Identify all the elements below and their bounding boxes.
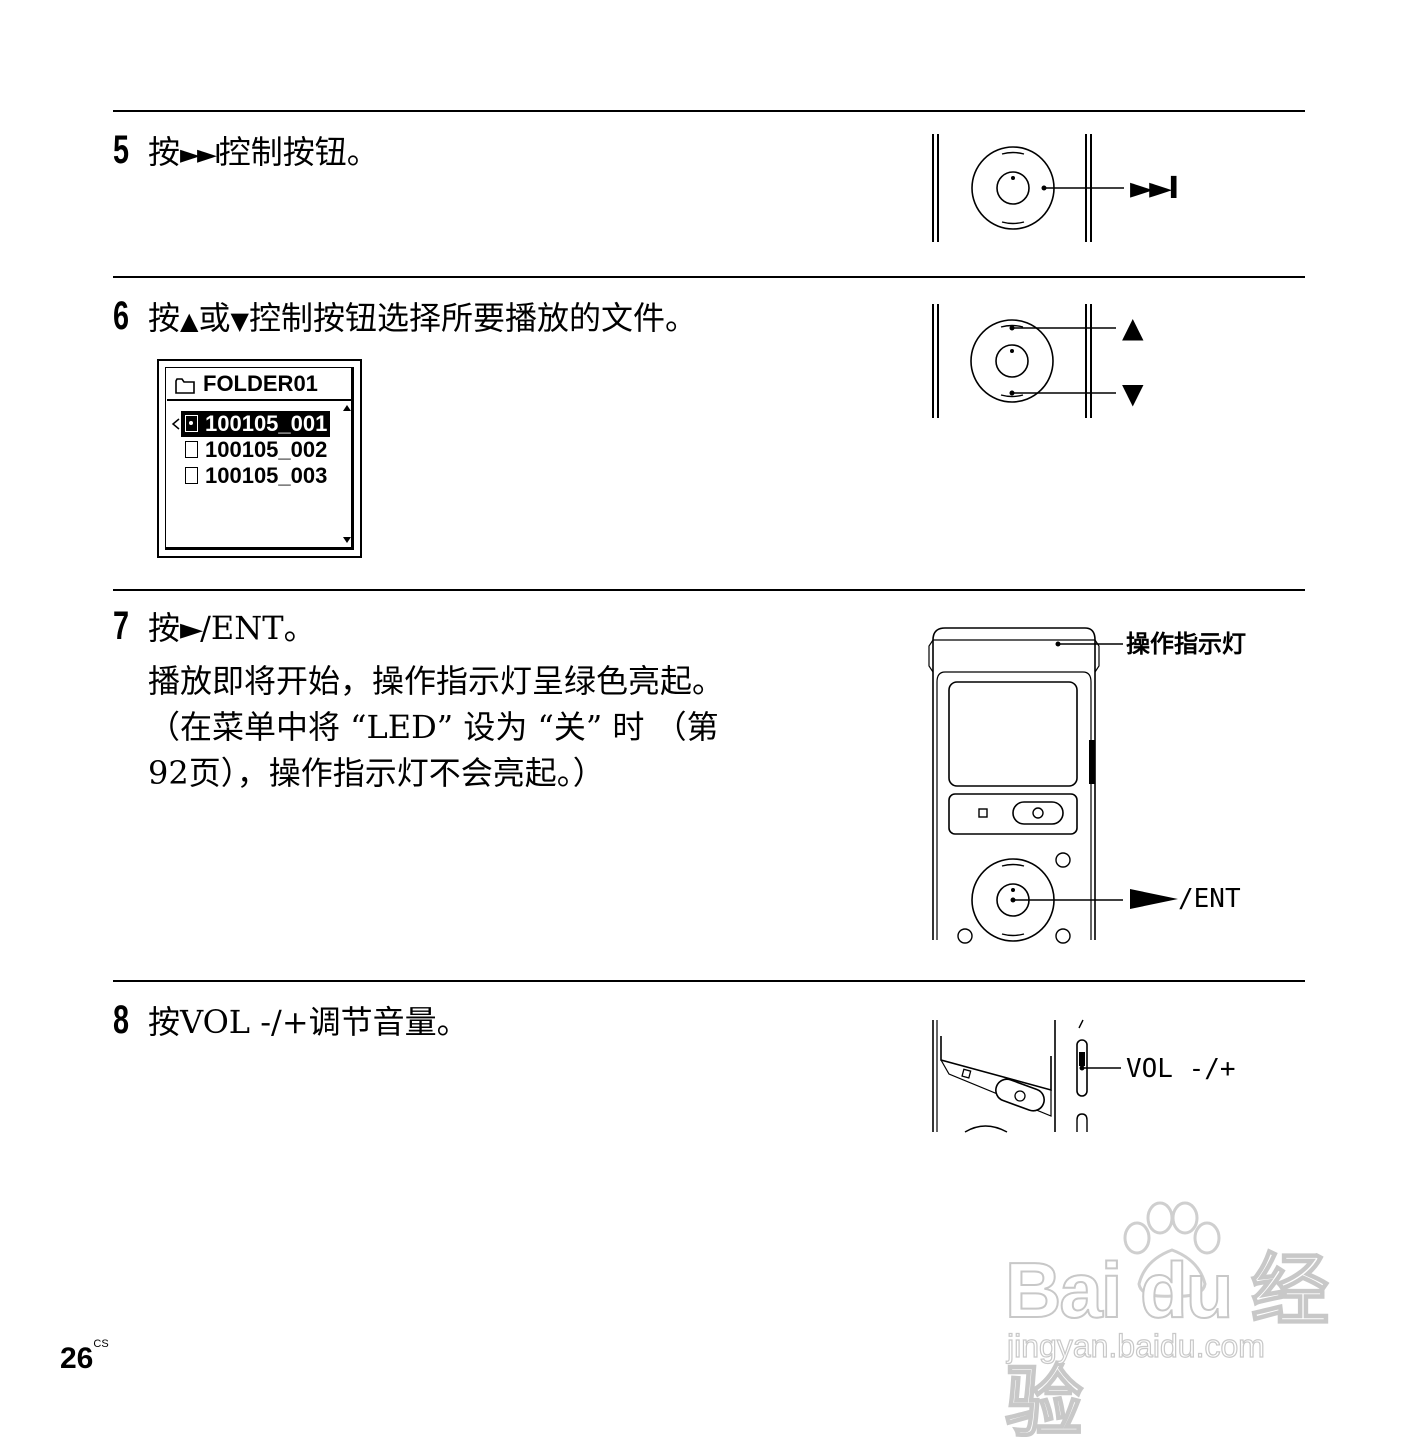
step-7-line-2: （在菜单中将 “LED” 设为 “关” 时 （第	[148, 708, 719, 746]
lcd-folder-name: FOLDER01	[203, 371, 318, 396]
lcd-screen: FOLDER01 100105_001 100105_002 100105_00…	[157, 359, 362, 558]
file-icon	[185, 441, 198, 458]
page-number-value: 26	[60, 1342, 94, 1375]
lcd-file-row[interactable]: 100105_003	[181, 463, 330, 489]
play-ent-text: /ENT	[1178, 884, 1241, 914]
lcd-scroll-up-icon	[343, 405, 351, 411]
step-7-post: /ENT。	[200, 609, 316, 647]
step-5-text: 按►►I控制按钮。	[148, 130, 379, 177]
page-number-suffix: CS	[93, 1338, 109, 1350]
lcd-file-name: 100105_001	[205, 411, 328, 436]
step-8-number: 8	[113, 998, 130, 1042]
up-label: ▲	[1122, 311, 1144, 344]
file-icon	[185, 467, 198, 484]
lcd-scroll-down-icon	[343, 537, 351, 543]
step-6-mid: 或	[198, 299, 231, 337]
recorder-device-figure	[928, 627, 1123, 944]
control-button-next-figure	[932, 134, 1124, 242]
step-8-pre: 按	[148, 1003, 181, 1041]
lcd-file-name: 100105_002	[205, 437, 328, 462]
lcd-file-name: 100105_003	[205, 463, 328, 488]
baidu-watermark: Bai du 经验 jingyan.baidu.com	[1004, 1200, 1335, 1447]
step-7-pre: 按	[148, 609, 181, 647]
step-5-number: 5	[113, 128, 130, 172]
step-5-post: 控制按钮。	[218, 133, 379, 171]
control-button-updown-figure	[932, 304, 1116, 418]
page-number: 26CS	[60, 1338, 109, 1376]
lcd-title-divider	[167, 399, 352, 401]
play-icon	[1130, 889, 1178, 909]
next-track-glyph: ►►I	[180, 140, 222, 170]
play-ent-label: /ENT	[1130, 884, 1241, 914]
step-7-line-3: 92页），操作指示灯不会亮起。）	[148, 754, 605, 792]
play-glyph: ►	[180, 612, 203, 647]
lcd-cursor-icon	[171, 418, 180, 430]
volume-label: VOL -/+	[1126, 1054, 1236, 1084]
step-8-text: 按VOL -/+调节音量。	[148, 1000, 469, 1044]
section-rule-6	[113, 276, 1305, 278]
lcd-frame	[165, 367, 354, 550]
playing-file-icon	[185, 415, 198, 432]
section-rule-5	[113, 110, 1305, 112]
step-6-text: 按▲或▼控制按钮选择所要播放的文件。	[148, 296, 697, 343]
step-6-post: 控制按钮选择所要播放的文件。	[248, 299, 697, 337]
volume-figure	[932, 1019, 1121, 1133]
step-6-number: 6	[113, 294, 130, 338]
step-5-pre: 按	[148, 133, 181, 171]
step-7-text: 按►/ENT。	[148, 606, 316, 652]
folder-icon	[175, 378, 195, 394]
up-glyph: ▲	[180, 307, 199, 335]
step-6-pre: 按	[148, 299, 181, 337]
lcd-file-row[interactable]: 100105_002	[181, 437, 330, 463]
step-8-post: VOL -/+调节音量。	[180, 1003, 469, 1041]
down-glyph: ▼	[230, 307, 249, 335]
lcd-file-row-selected[interactable]: 100105_001	[181, 411, 331, 437]
step-7-line-1: 播放即将开始，操作指示灯呈绿色亮起。	[148, 662, 725, 700]
down-label: ▼	[1122, 377, 1144, 410]
step-7-number: 7	[113, 604, 130, 648]
paw-logo-icon	[1123, 1201, 1221, 1298]
indicator-label: 操作指示灯	[1126, 631, 1246, 658]
next-track-label: ►►I	[1130, 171, 1179, 206]
section-rule-8	[113, 980, 1305, 982]
section-rule-7	[113, 589, 1305, 591]
watermark-url: jingyan.baidu.com	[1006, 1327, 1265, 1364]
